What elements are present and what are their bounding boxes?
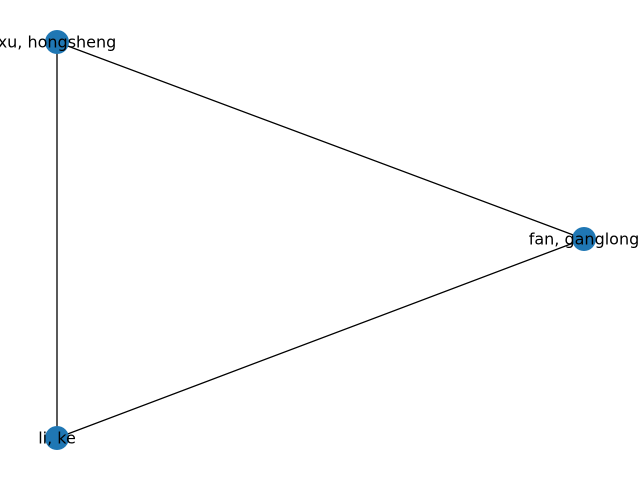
edges-layer	[56, 41, 585, 439]
node-label-fan: fan, ganglong	[529, 230, 640, 249]
node-label-li: li, ke	[38, 429, 76, 448]
edge-xu-fan	[56, 41, 585, 240]
labels-layer: xu, hongsheng fan, ganglong li, ke	[0, 33, 639, 448]
edge-li-fan	[56, 238, 585, 439]
nodes-layer	[45, 30, 596, 450]
node-li	[45, 426, 69, 450]
node-fan	[572, 227, 596, 251]
node-xu	[45, 30, 69, 54]
node-label-xu: xu, hongsheng	[0, 33, 116, 52]
